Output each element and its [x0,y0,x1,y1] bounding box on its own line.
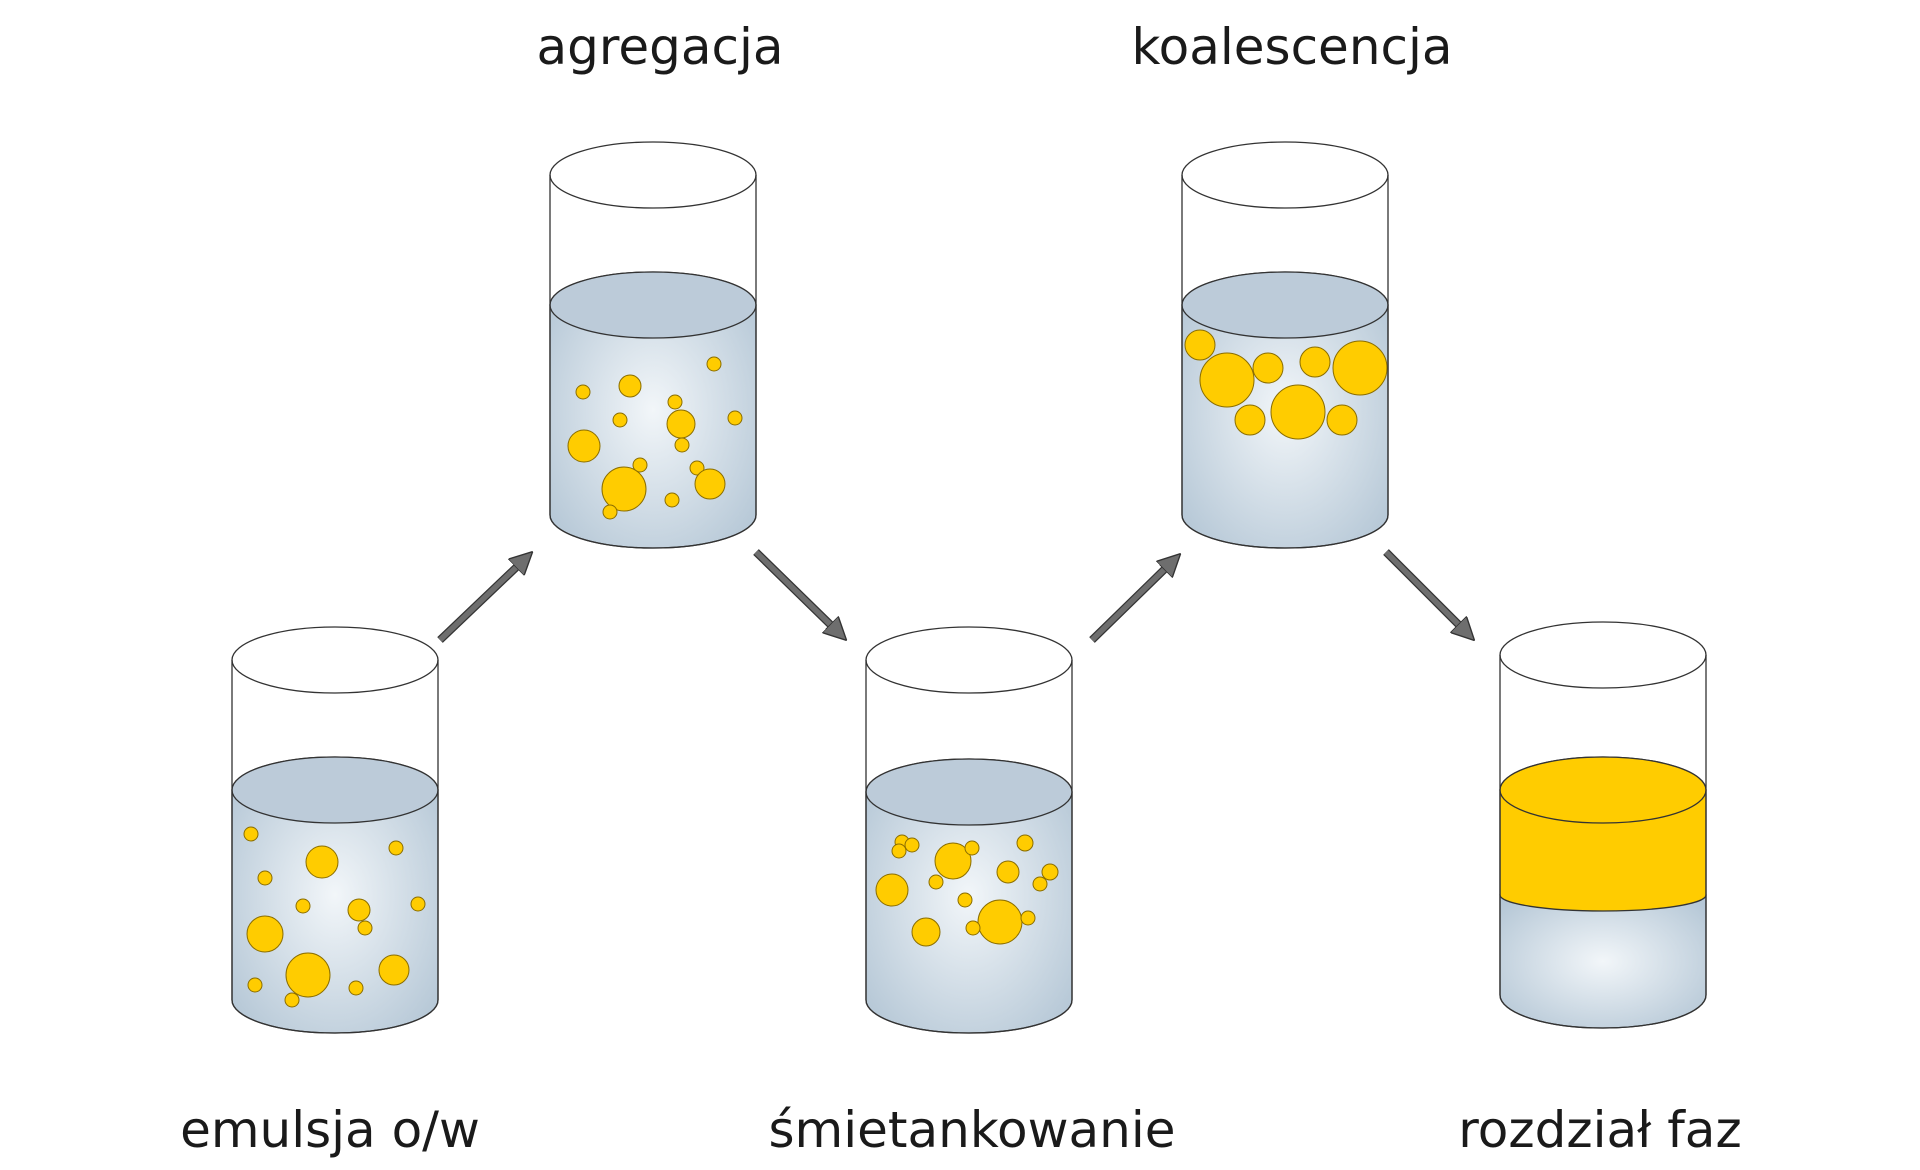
oil-droplets [567,356,743,520]
beaker-rim [231,626,439,694]
arrows [437,549,1468,643]
water-surface [231,756,439,824]
beaker-walls [1181,175,1389,549]
oil-droplets [1184,329,1388,440]
water-surface [865,758,1073,826]
label-creaming: śmietankowanie [768,1101,1176,1159]
beaker-rim [1181,141,1389,209]
beaker-walls [865,660,1073,1034]
label-coalescence: koalescencja [1131,18,1453,76]
beaker-phase-separation [1499,621,1707,1029]
water-surface [1181,271,1389,339]
beaker-walls [1499,655,1707,1029]
beaker-walls [231,660,439,1034]
water-surface [549,271,757,339]
beaker-rim [1499,621,1707,689]
water-body [1499,894,1707,1029]
beaker-creaming [865,626,1073,1034]
oil-droplets [243,826,426,1008]
label-aggregation: agregacja [536,18,784,76]
label-emulsion: emulsja o/w [180,1101,480,1159]
beaker-walls [549,175,757,549]
beaker-emulsion [231,626,439,1034]
beaker-rim [549,141,757,209]
label-phase-separation: rozdział faz [1458,1101,1742,1159]
beaker-rim [865,626,1073,694]
beaker-coalescence [1181,141,1389,549]
oil-surface [1499,756,1707,824]
beaker-aggregation [549,141,757,549]
oil-droplets [875,834,1059,947]
